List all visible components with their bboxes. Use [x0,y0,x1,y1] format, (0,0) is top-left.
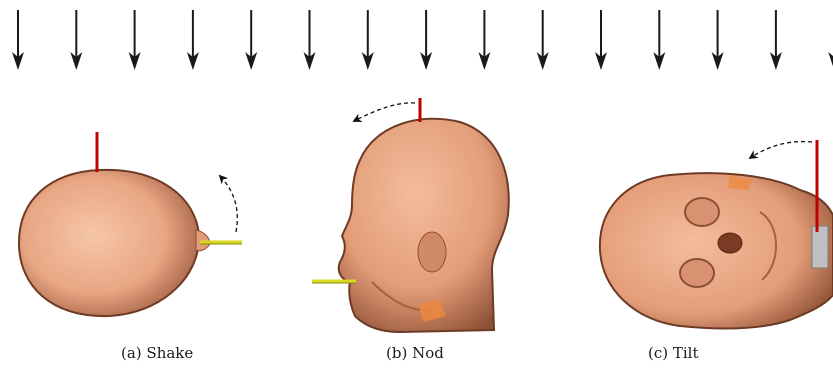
head-top-view-shape [19,170,199,316]
down-arrow-icon [653,10,665,70]
head-front-view-tilt [600,140,833,328]
tilt-rotation-arrow [750,142,812,158]
teeth-detail [812,226,828,268]
down-arrow-icon [304,10,316,70]
head-side-view-shape [339,119,509,332]
right-eye-socket [680,259,714,287]
head-front-view-shape [600,173,833,328]
downward-arrow-row [12,10,833,70]
down-arrow-icon [12,10,24,70]
head-side-view-nod [312,98,509,332]
down-arrow-icon [362,10,374,70]
nose-tip [196,230,210,251]
down-arrow-icon [595,10,607,70]
down-arrow-icon [245,10,257,70]
left-eye-socket [685,198,719,226]
nose-cavity [718,233,742,253]
down-arrow-icon [712,10,724,70]
caption-nod: (b) Nod [386,344,444,362]
down-arrow-icon [770,10,782,70]
down-arrow-icon [478,10,490,70]
down-arrow-icon [129,10,141,70]
nod-rotation-arrow [354,103,415,121]
head-top-view-shake [19,132,242,316]
down-arrow-icon [187,10,199,70]
caption-shake: (a) Shake [121,344,193,362]
down-arrow-icon [70,10,82,70]
down-arrow-icon [828,10,833,70]
ear [418,232,446,272]
shake-rotation-arrow [220,176,237,232]
down-arrow-icon [420,10,432,70]
caption-tilt: (c) Tilt [648,344,699,362]
down-arrow-icon [537,10,549,70]
